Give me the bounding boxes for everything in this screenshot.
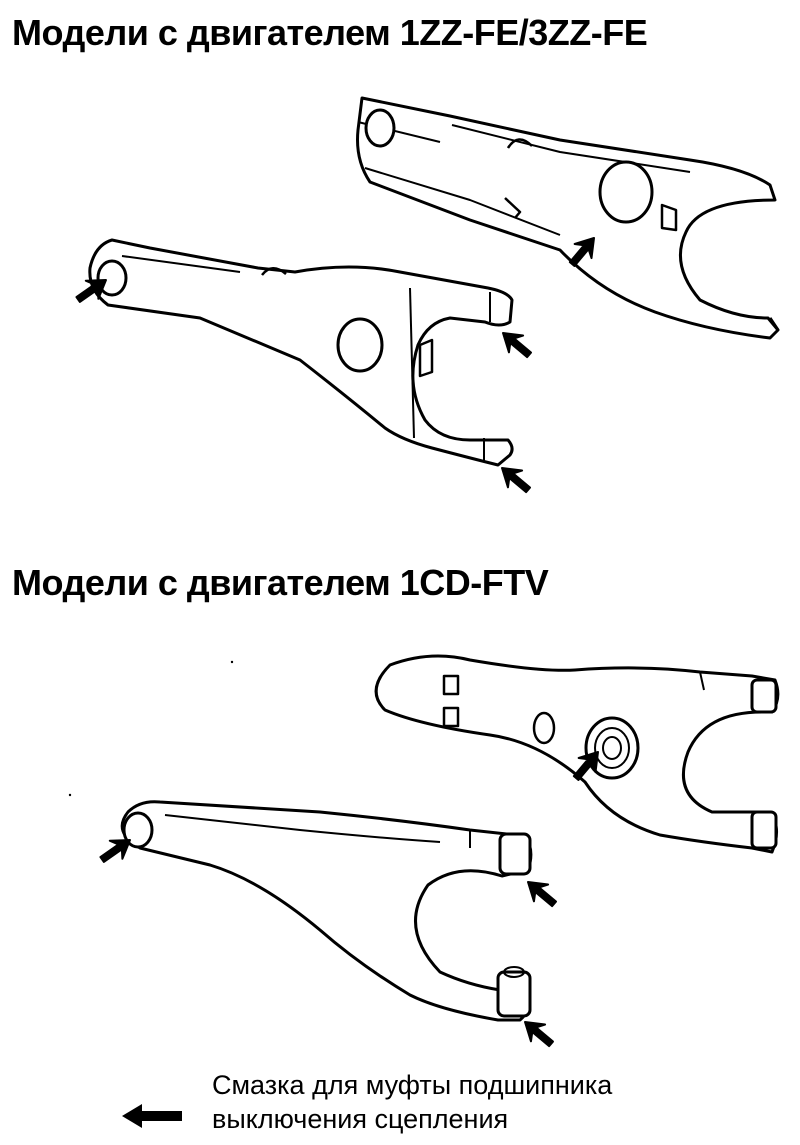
grease-arrow-icon [519,872,563,914]
grease-arrow-icon [494,323,538,365]
release-fork-1zz-front [88,238,514,467]
grease-legend-arrow-icon [122,1104,182,1128]
release-fork-1cd-back [374,654,780,854]
section-heading-1zz-3zz: Модели с двигателем 1ZZ-FE/3ZZ-FE [12,12,648,53]
grease-arrow-icon [493,458,537,500]
grease-arrow-icon [516,1012,560,1054]
legend-line-2: выключения сцепления [212,1104,509,1134]
legend-text: Смазка для муфты подшипника выключения с… [212,1068,612,1136]
legend-line-1: Смазка для муфты подшипника [212,1070,613,1100]
section-heading-1cd: Модели с двигателем 1CD-FTV [12,562,549,603]
release-fork-1cd-front [120,800,533,1022]
legend: Смазка для муфты подшипника выключения с… [120,1068,790,1140]
release-fork-1zz-back [356,96,780,340]
